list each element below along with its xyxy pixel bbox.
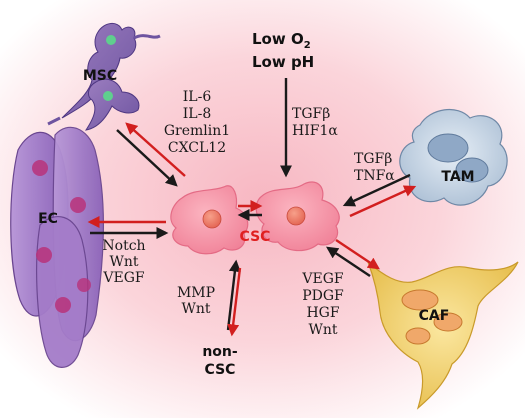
factor-label: MMP [177, 285, 215, 301]
factor-label: VEGF [102, 270, 145, 286]
factor-label: TGFβ [292, 106, 330, 122]
non-csc-label-line2: CSC [205, 362, 236, 378]
factor-label: PDGF [302, 288, 344, 304]
msc-factors: IL-6 IL-8 Gremlin1 CXCL12 [164, 89, 230, 156]
caf-cell [367, 261, 519, 410]
arrow-csc-to-msc [125, 122, 186, 177]
tam-label: TAM [441, 169, 474, 185]
caf-label: CAF [419, 308, 450, 324]
msc-label: MSC [83, 68, 117, 84]
arrow-csc-to-tam [349, 185, 417, 218]
factor-label: Notch [102, 238, 145, 254]
non-csc-factors: MMP Wnt [177, 285, 215, 317]
factor-label: VEGF [301, 271, 344, 287]
caf-factors: VEGF PDGF HGF Wnt [301, 271, 344, 338]
low-oxygen-label: Low O2 [252, 30, 311, 51]
arrow-tam-to-csc [342, 173, 411, 207]
factor-label: HIF1α [292, 123, 338, 139]
csc-label: CSC [240, 229, 271, 245]
tam-factors: TGFβ TNFα [354, 151, 395, 184]
factor-label: Wnt [181, 301, 210, 317]
arrow-noncsc-to-csc [226, 259, 241, 331]
factor-label: TNFα [354, 168, 395, 184]
ec-factors: Notch Wnt VEGF [102, 238, 145, 286]
factor-label: Wnt [109, 254, 138, 270]
csc-cell-left [170, 185, 249, 255]
endothelial-cells [10, 126, 105, 368]
factor-label: IL-8 [183, 106, 211, 122]
factor-label: HGF [306, 305, 339, 321]
factor-label: TGFβ [354, 151, 392, 167]
factor-label: IL-6 [183, 89, 212, 105]
factor-label: Gremlin1 [164, 123, 230, 139]
factor-label: Wnt [308, 322, 337, 338]
hypoxia-factors: TGFβ HIF1α [292, 106, 338, 139]
ec-label: EC [38, 211, 58, 227]
arrow-csc-to-caf [335, 239, 380, 270]
arrow-msc-to-csc [116, 129, 178, 187]
low-ph-label: Low pH [252, 53, 314, 71]
csc-cell-right [255, 181, 340, 252]
non-csc-label-line1: non- [202, 344, 238, 360]
tam-cell [399, 108, 508, 206]
factor-label: CXCL12 [168, 140, 226, 156]
msc-cells [47, 23, 161, 131]
arrow-caf-to-csc [326, 246, 371, 277]
signal-arrows [87, 78, 417, 337]
arrow-csc-to-noncsc [227, 267, 242, 337]
